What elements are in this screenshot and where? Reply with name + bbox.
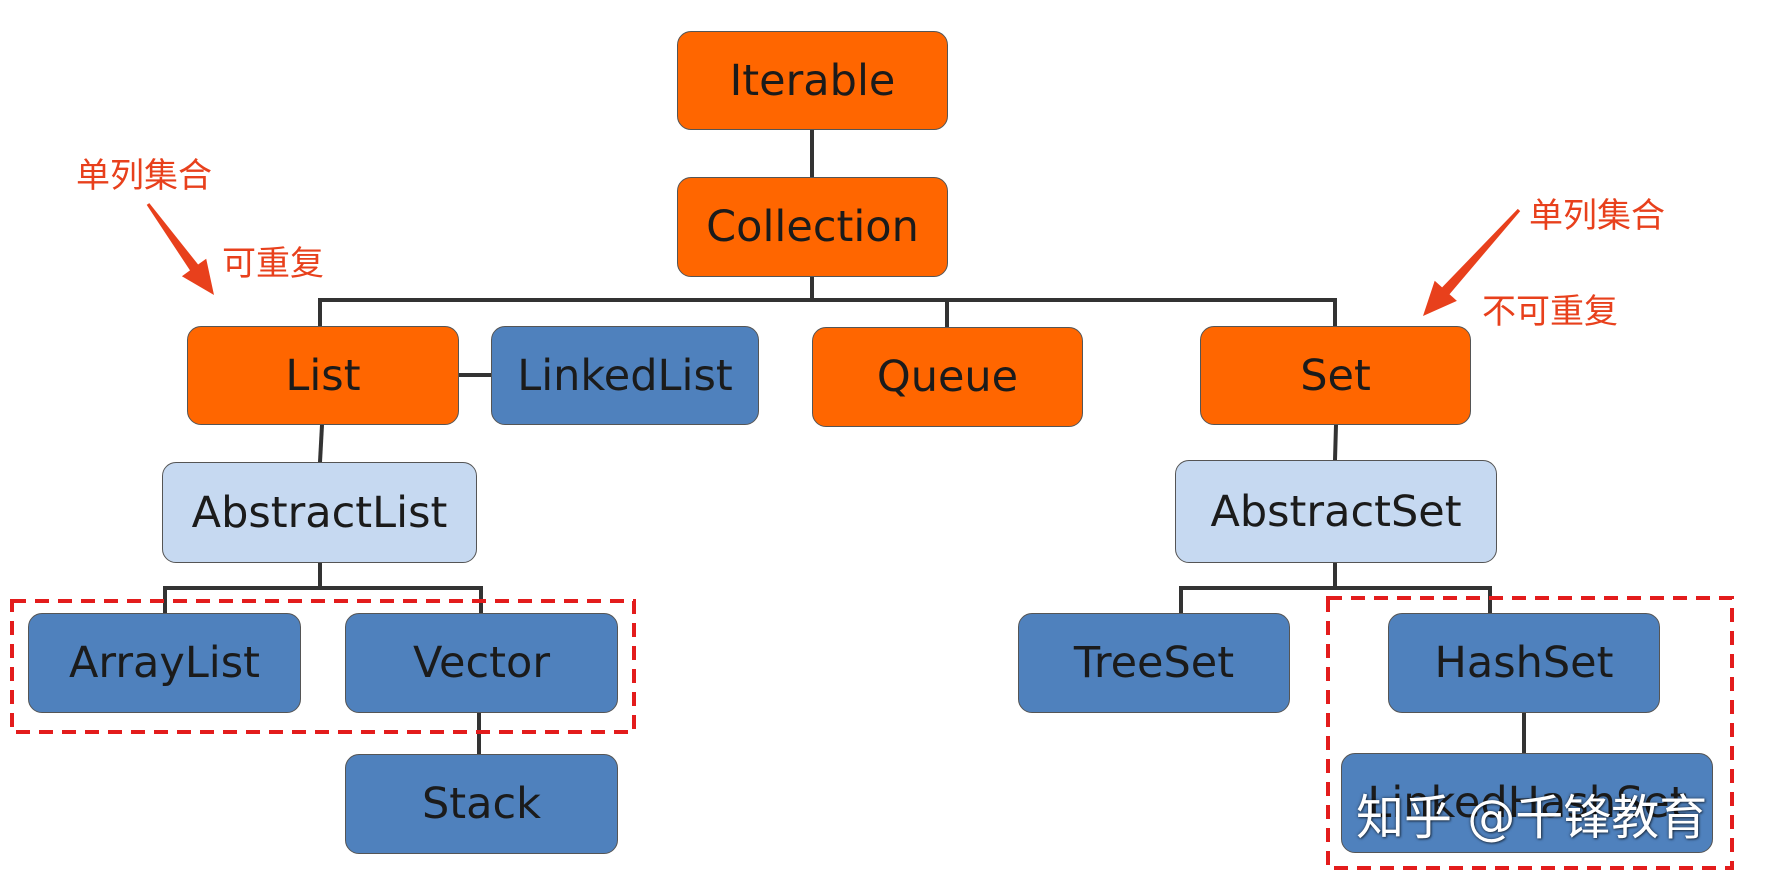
edge-abstractset-impls: [1179, 561, 1492, 615]
node-set: Set: [1200, 326, 1471, 425]
node-vector: Vector: [345, 613, 618, 713]
highlight-box-hashset-family: [1326, 596, 1734, 870]
node-linkedhashset: LinkedHashSet: [1341, 753, 1713, 853]
annotation-arrow-left: [146, 203, 214, 295]
node-hashset: HashSet: [1388, 613, 1660, 713]
annotation-left-title: 单列集合: [76, 156, 212, 196]
node-arraylist: ArrayList: [28, 613, 301, 713]
edge-list-abstractlist: [317, 422, 325, 465]
annotation-right-sub: 不可重复: [1482, 292, 1618, 332]
node-treeset: TreeSet: [1018, 613, 1290, 713]
edge-collection-branches: [318, 275, 1337, 329]
edge-set-abstractset: [1332, 422, 1339, 463]
node-abstractlist: AbstractList: [162, 462, 477, 563]
node-stack: Stack: [345, 754, 618, 854]
node-iterable: Iterable: [677, 31, 948, 130]
node-collection: Collection: [677, 177, 948, 277]
node-queue: Queue: [812, 327, 1083, 427]
annotation-right-title: 单列集合: [1529, 196, 1665, 236]
annotation-left-sub: 可重复: [222, 244, 324, 284]
watermark-text: 知乎 @千锋教育: [1356, 790, 1708, 846]
node-linkedlist: LinkedList: [491, 326, 759, 425]
highlight-box-list-impls: [10, 599, 636, 734]
annotation-arrow-right: [1423, 208, 1521, 316]
node-abstractset: AbstractSet: [1175, 460, 1497, 563]
node-list: List: [187, 326, 459, 425]
edge-abstractlist-impls: [163, 561, 483, 615]
